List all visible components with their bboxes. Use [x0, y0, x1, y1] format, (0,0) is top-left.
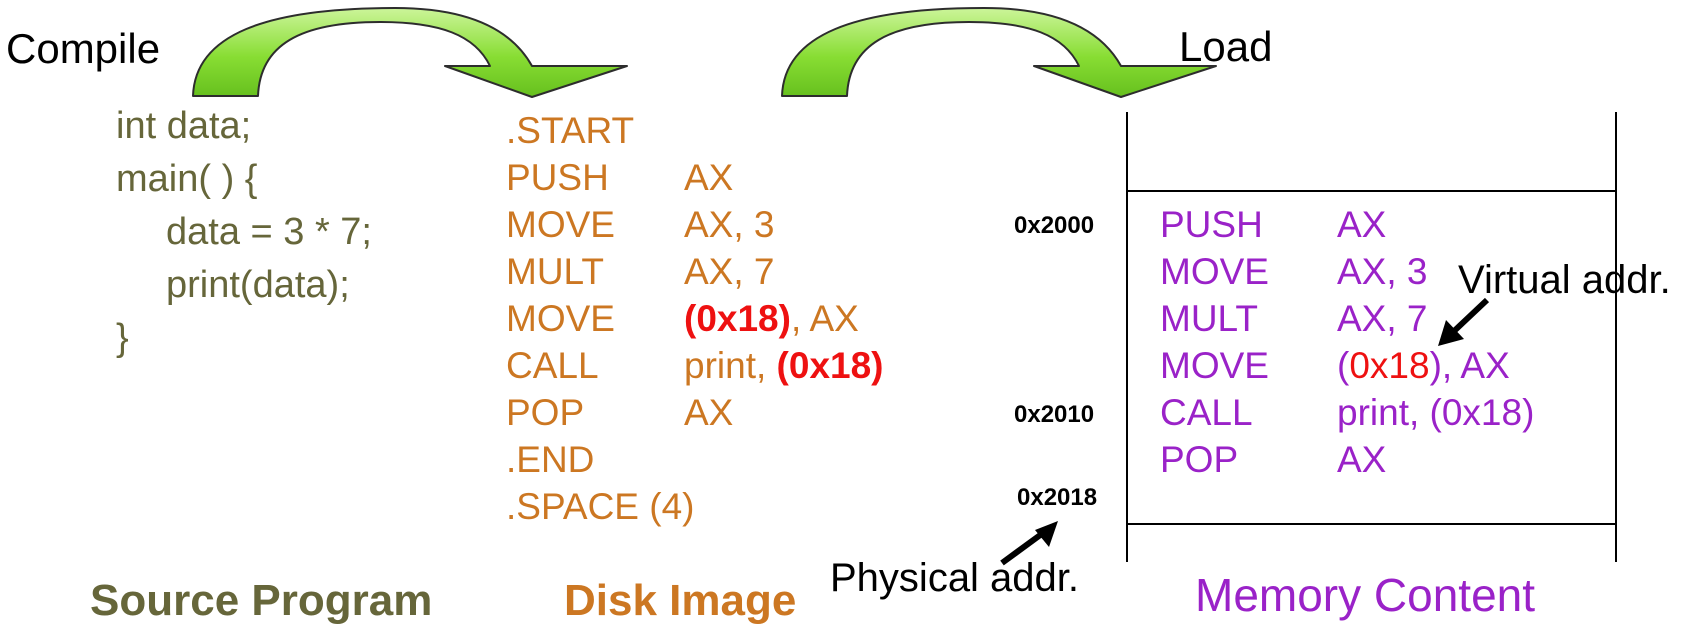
disk-op: PUSH	[506, 157, 609, 198]
source-line: print(data);	[166, 264, 350, 306]
mem-op: MOVE	[1160, 251, 1269, 292]
load-label: Load	[1179, 23, 1273, 70]
source-line: main( ) {	[116, 158, 258, 200]
source-caption: Source Program	[90, 576, 433, 625]
mem-address-ref: 0x18	[1349, 345, 1430, 386]
disk-op: MOVE	[506, 204, 615, 245]
memory-caption: Memory Content	[1195, 569, 1536, 621]
compile-curved-arrow	[192, 7, 628, 98]
mem-arg: AX, 7	[1337, 298, 1428, 339]
disk-directive: .START	[506, 110, 635, 151]
virtual-addr-arrow	[1438, 297, 1490, 346]
disk-op: MULT	[506, 251, 604, 292]
disk-op: POP	[506, 392, 585, 433]
disk-arg: AX, 3	[684, 204, 775, 245]
address-0x2000: 0x2000	[1014, 212, 1095, 239]
load-curved-arrow	[781, 7, 1217, 98]
mem-op: CALL	[1160, 392, 1253, 433]
disk-caption: Disk Image	[564, 576, 797, 625]
disk-arg: (0x18), AX	[684, 298, 859, 339]
mem-op: PUSH	[1160, 204, 1263, 245]
disk-address-ref: (0x18)	[684, 298, 791, 339]
disk-arg: AX	[684, 157, 734, 198]
disk-arg: print, (0x18)	[684, 345, 884, 386]
disk-address-ref: (0x18)	[776, 345, 884, 386]
disk-directive: .SPACE (4)	[506, 486, 695, 527]
memory-box	[1126, 112, 1617, 562]
virtual-addr-label: Virtual addr.	[1458, 258, 1671, 302]
mem-arg: AX	[1337, 204, 1387, 245]
mem-op: MOVE	[1160, 345, 1269, 386]
mem-op: POP	[1160, 439, 1239, 480]
mem-op: MULT	[1160, 298, 1258, 339]
disk-op: CALL	[506, 345, 599, 386]
physical-addr-arrow	[1000, 521, 1058, 566]
disk-directive: .END	[506, 439, 595, 480]
disk-arg: AX	[684, 392, 734, 433]
physical-addr-label: Physical addr.	[830, 556, 1080, 600]
mem-arg: AX, 3	[1337, 251, 1428, 292]
source-line: data = 3 * 7;	[166, 211, 372, 253]
source-line: }	[116, 317, 129, 359]
address-0x2010: 0x2010	[1014, 401, 1095, 428]
disk-op: MOVE	[506, 298, 615, 339]
compile-label: Compile	[6, 25, 161, 72]
mem-arg: AX	[1337, 439, 1387, 480]
address-0x2018: 0x2018	[1017, 484, 1098, 511]
disk-arg: AX, 7	[684, 251, 775, 292]
mem-arg: (0x18), AX	[1337, 345, 1510, 386]
mem-arg: print, (0x18)	[1337, 392, 1535, 433]
source-line: int data;	[116, 105, 252, 147]
